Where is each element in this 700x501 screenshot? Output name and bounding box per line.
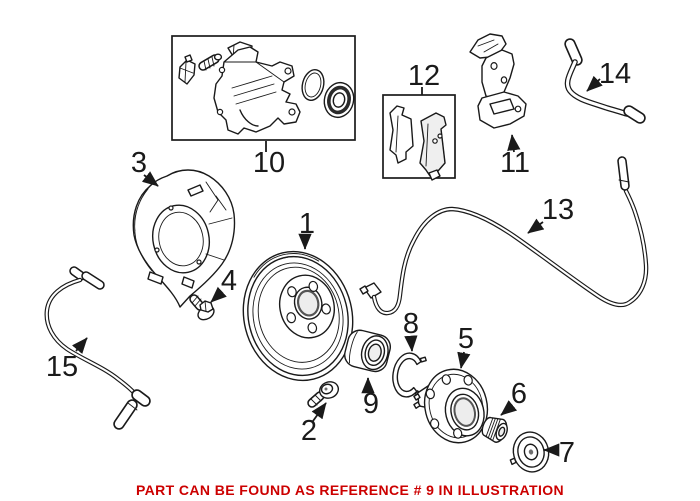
bleeder-cap-illustration: [178, 54, 196, 85]
brake-hose-illustration: [564, 38, 646, 124]
callout-15-label: 15: [46, 351, 78, 383]
callouts: 1 2 3 4 5 6 7 8 9 10 11 12 13 14 15: [46, 58, 631, 469]
callout-3-label: 3: [131, 147, 147, 179]
callout-9-label: 9: [363, 388, 379, 420]
callout-4-arrow: [210, 286, 227, 303]
wear-sensor-wire-illustration: [359, 156, 649, 316]
callout-6-arrow: [500, 400, 518, 416]
callout-8-label: 8: [403, 308, 419, 340]
callout-11-label: 11: [500, 147, 530, 179]
callout-11-arrow: [507, 134, 521, 153]
callout-2-label: 2: [301, 415, 317, 447]
collar-nut-illustration: [481, 416, 508, 443]
callout-12-label: 12: [408, 60, 440, 92]
rotor-screw-illustration: [307, 381, 340, 408]
callout-5-arrow: [457, 351, 471, 369]
callout-14-arrow: [586, 75, 603, 92]
callout-2-arrow: [311, 402, 327, 422]
callout-5-label: 5: [458, 323, 474, 355]
brake-pad-set-box: [382, 94, 456, 181]
wheel-bearing-illustration: [344, 329, 392, 373]
callout-13-label: 13: [542, 194, 574, 226]
callout-1-label: 1: [299, 208, 315, 240]
callout-13-arrow: [527, 218, 545, 234]
footer-note: PART CAN BE FOUND AS REFERENCE # 9 IN IL…: [136, 482, 564, 498]
callout-4-label: 4: [221, 265, 237, 297]
bleeder-screw-illustration: [198, 53, 223, 71]
brake-rotor-illustration: [242, 250, 354, 382]
guide-bolt-illustration: [189, 294, 215, 321]
brake-caliper-illustration: [213, 41, 301, 135]
wheel-hub-illustration: [413, 368, 489, 444]
abs-sensor-illustration: [44, 266, 151, 430]
callout-10-label: 10: [253, 147, 285, 179]
brake-pad-outer: [419, 112, 447, 181]
caliper-kit-box: [171, 35, 356, 141]
callout-6-label: 6: [511, 378, 527, 410]
caliper-bracket-illustration: [469, 33, 527, 129]
dust-cap-illustration: [509, 431, 550, 473]
callout-8-arrow: [404, 335, 418, 352]
callout-15-arrow: [72, 337, 88, 354]
caliper-o-ring: [301, 69, 325, 101]
callout-14-label: 14: [599, 58, 631, 90]
brake-pad-inner: [389, 105, 414, 164]
splash-shield-illustration: [132, 169, 236, 308]
callout-7-label: 7: [559, 437, 575, 469]
callout-3-arrow: [141, 171, 159, 187]
piston-boot-seal: [323, 81, 355, 119]
